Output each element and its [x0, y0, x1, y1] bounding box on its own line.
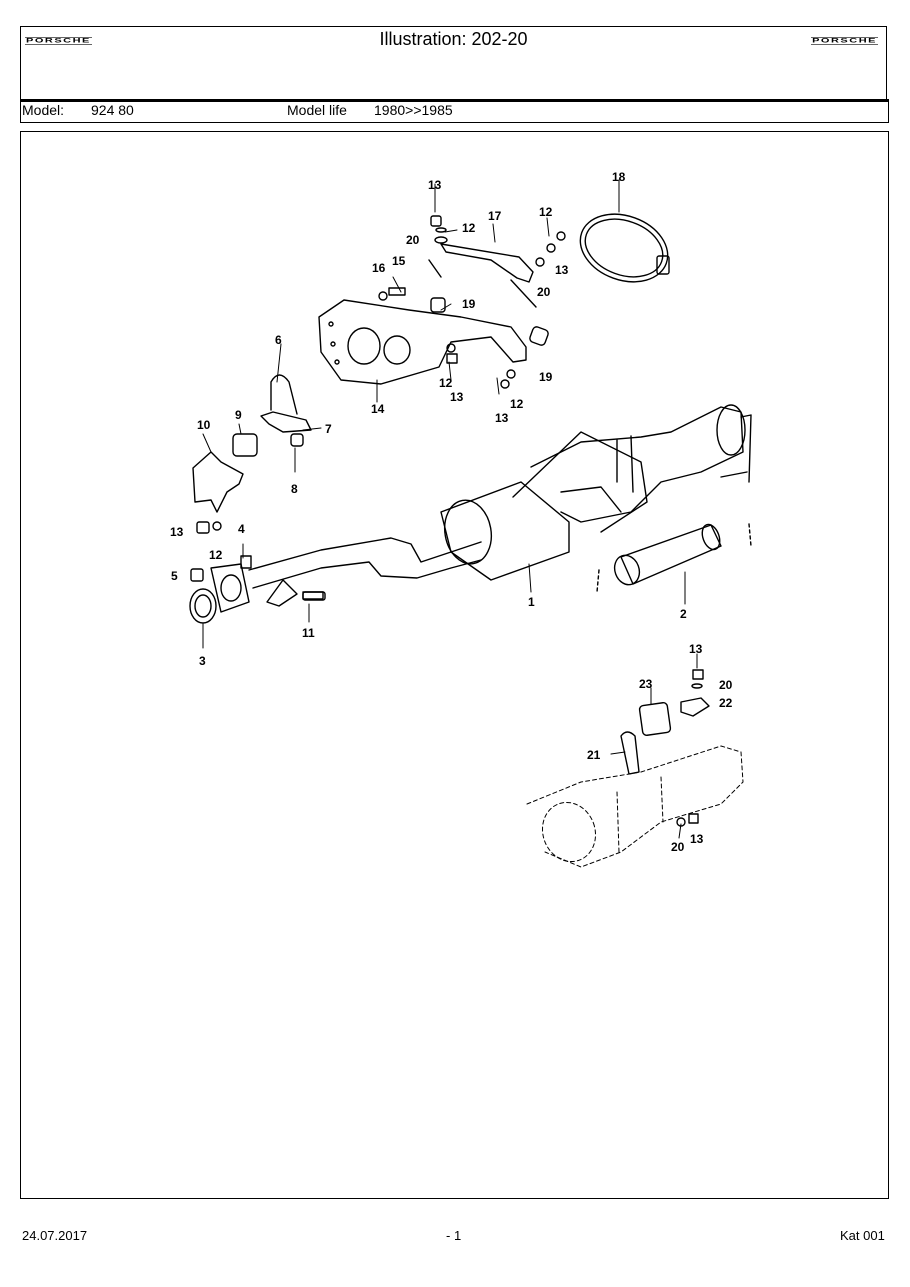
callout-13: 13 — [689, 642, 703, 656]
model-row: Model: 924 80 Model life 1980>>1985 — [20, 101, 889, 123]
callout-5: 5 — [171, 569, 178, 583]
callout-15: 15 — [392, 254, 406, 268]
callout-21: 21 — [587, 748, 601, 762]
rear-silencer — [530, 404, 752, 523]
callout-13: 13 — [428, 178, 442, 192]
callout-12: 12 — [462, 221, 476, 235]
callout-7: 7 — [325, 422, 332, 436]
bracket-17 — [428, 243, 537, 308]
callout-13: 13 — [555, 263, 569, 277]
rear-mount-detail — [620, 697, 710, 775]
exploded-parts-diagram: 13 12 17 20 12 18 16 15 13 20 19 6 19 12… — [20, 131, 889, 1199]
header-box: PORSCHE Illustration: 202-20 PORSCHE — [20, 26, 887, 100]
footer-page-number: - 1 — [446, 1228, 462, 1243]
callout-10: 10 — [197, 418, 211, 432]
callout-19: 19 — [462, 297, 476, 311]
callout-11: 11 — [302, 626, 315, 640]
callout-1: 1 — [528, 595, 535, 609]
footer-date: 24.07.2017 — [22, 1228, 88, 1243]
callout-12: 12 — [209, 548, 223, 562]
exhaust-system-drawing — [189, 179, 752, 868]
callout-13: 13 — [450, 390, 464, 404]
callout-13: 13 — [690, 832, 704, 846]
porsche-logo-right: PORSCHE — [811, 37, 878, 45]
leader-lines — [202, 179, 698, 839]
porsche-logo-left: PORSCHE — [25, 37, 92, 45]
callout-16: 16 — [372, 261, 386, 275]
header-divider — [20, 99, 889, 102]
callout-12: 12 — [539, 205, 553, 219]
heat-shield-bracket — [318, 299, 527, 385]
lower-muffler-outline — [526, 745, 744, 868]
model-life-value: 1980>>1985 — [374, 102, 453, 118]
callout-12: 12 — [510, 397, 524, 411]
callout-22: 22 — [719, 696, 733, 710]
model-life-label: Model life — [287, 102, 347, 118]
callout-17: 17 — [488, 209, 502, 223]
callout-9: 9 — [235, 408, 242, 422]
callout-18: 18 — [612, 170, 626, 184]
callout-2: 2 — [680, 607, 687, 621]
flange-and-gasket — [189, 563, 250, 624]
rubber-mounts — [430, 297, 549, 346]
fasteners — [190, 215, 704, 827]
clamp-ring — [579, 213, 670, 283]
callout-23: 23 — [639, 677, 653, 691]
tail-pipe — [596, 523, 752, 593]
callout-20: 20 — [719, 678, 733, 692]
callout-8: 8 — [291, 482, 298, 496]
callout-13: 13 — [170, 525, 184, 539]
main-muffler — [440, 431, 648, 581]
callout-19: 19 — [539, 370, 553, 384]
callout-3: 3 — [199, 654, 206, 668]
callout-20: 20 — [406, 233, 420, 247]
callout-6: 6 — [275, 333, 282, 347]
callout-20: 20 — [537, 285, 551, 299]
callout-4: 4 — [238, 522, 245, 536]
illustration-title: Illustration: 202-20 — [379, 29, 528, 49]
callout-14: 14 — [371, 402, 385, 416]
footer-catalog: Kat 001 — [840, 1228, 885, 1243]
callout-13: 13 — [495, 411, 509, 425]
callout-12: 12 — [439, 376, 453, 390]
model-value: 924 80 — [91, 102, 134, 118]
u-bolt-and-clamp — [260, 374, 312, 433]
model-label: Model: — [22, 102, 65, 118]
rubber-mount-9 — [232, 433, 258, 457]
callout-20: 20 — [671, 840, 685, 854]
bracket-10 — [192, 451, 244, 513]
front-pipe — [248, 537, 482, 607]
